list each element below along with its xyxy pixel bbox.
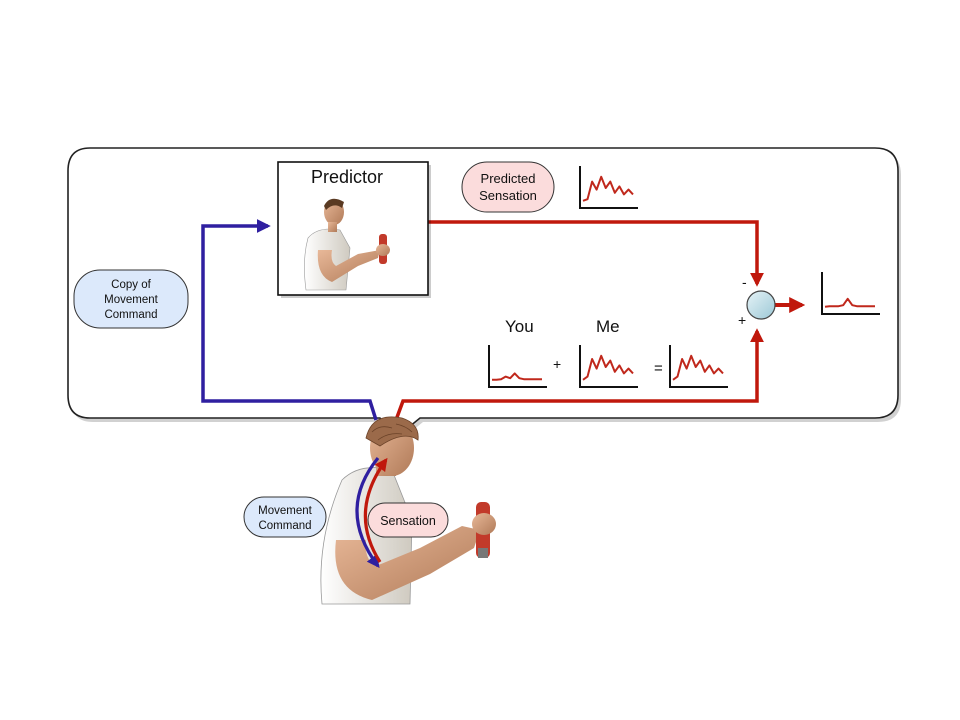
efference-copy-path	[201, 219, 378, 421]
sensation-bubble: Sensation	[367, 502, 449, 538]
predicted-sensation-path	[428, 220, 764, 287]
predictor-box: Predictor	[277, 161, 431, 298]
predicted-sensation-plot	[579, 166, 638, 209]
predicted-sensation-plot-trace	[582, 175, 634, 202]
me-signal-plot	[579, 345, 638, 388]
copy-command-line3: Command	[104, 309, 157, 321]
copy-of-movement-command-bubble: Copy of Movement Command	[73, 269, 189, 329]
me-signal-plot-trace	[582, 354, 634, 381]
signal-plots	[488, 166, 880, 388]
movement-command-bubble: Movement Command	[243, 496, 327, 538]
plus-sign: +	[738, 312, 746, 328]
predictor-title: Predictor	[311, 167, 383, 187]
copy-command-line1: Copy of	[111, 279, 151, 291]
minus-sign: -	[742, 274, 747, 290]
you-label: You	[505, 317, 534, 336]
prediction-error-plot-trace	[824, 297, 875, 308]
equals-operator: =	[654, 360, 663, 377]
combined-signal-plot-trace	[672, 354, 724, 381]
sensation-label: Sensation	[380, 514, 436, 528]
you-signal-plot-axes	[488, 345, 547, 388]
predictor-person-figure	[304, 198, 390, 291]
copy-command-line2: Movement	[104, 294, 158, 306]
combined-signal-plot	[669, 345, 728, 388]
prediction-error-plot	[821, 272, 880, 315]
prediction-error-plot-axes	[821, 272, 880, 315]
actual-sensation-path	[394, 328, 764, 421]
you-signal-plot-trace	[492, 372, 542, 381]
comparator: - +	[738, 274, 776, 328]
movement-command-line2: Command	[258, 520, 311, 532]
me-label: Me	[596, 317, 620, 336]
body-signal-arcs	[355, 456, 388, 569]
movement-command-line1: Movement	[258, 505, 312, 517]
predicted-sensation-bubble: Predicted Sensation	[461, 161, 555, 213]
plus-operator: +	[553, 356, 561, 372]
me-signal-plot-axes	[579, 345, 638, 388]
predicted-sensation-line1: Predicted	[481, 171, 536, 186]
you-signal-plot	[488, 345, 547, 388]
predicted-sensation-plot-axes	[579, 166, 638, 209]
predicted-sensation-line2: Sensation	[479, 188, 537, 203]
combined-signal-plot-axes	[669, 345, 728, 388]
